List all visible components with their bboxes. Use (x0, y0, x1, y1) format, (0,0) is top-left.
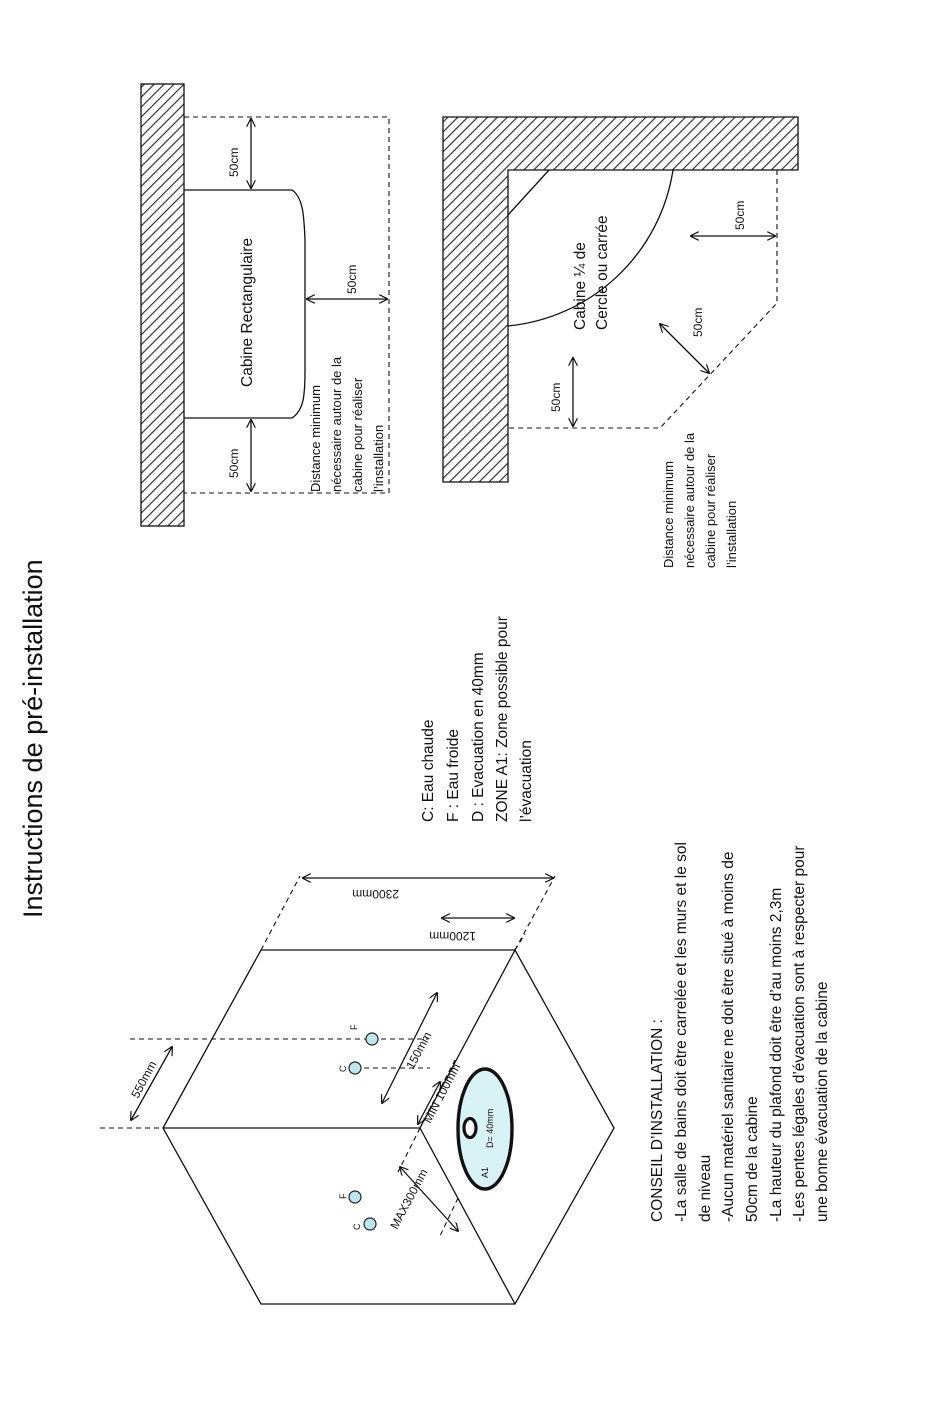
quarter-dim-diag: 50cm (691, 308, 705, 337)
dim-2300: 2300mm (352, 887, 399, 901)
zone-a1-label: A1 (480, 1167, 490, 1178)
dim-arrow-550 (131, 1047, 172, 1120)
quarter-note-line-1: Distance minimum (661, 461, 676, 568)
page-title: Instructions de pré-installation (18, 559, 48, 918)
legend: C: Eau chaude F : Eau froide D : Evacuat… (420, 616, 535, 822)
ext-line (260, 875, 301, 951)
port-f-bottom (348, 1190, 362, 1204)
quarter-note-line-2: nécessaire autour de la (682, 432, 697, 568)
cabin-outline (184, 189, 306, 419)
advice-line-1: CONSEIL D’INSTALLATION : (649, 1019, 666, 1222)
port-c-bottom (363, 1217, 377, 1231)
clearance-zone (508, 170, 778, 429)
rect-note-line-1: Distance minimum (308, 385, 323, 492)
rect-note-line-4: l’installation (371, 425, 386, 492)
quarter-label-line-1: Cabine ¼ de (572, 242, 589, 330)
advice-line-3: de niveau (697, 1155, 714, 1222)
cabin-edge-front (419, 1127, 516, 1305)
rect-note-line-3: cabine pour réaliser (350, 377, 365, 492)
quarter-note-line-3: cabine pour réaliser (703, 453, 718, 568)
quarter-cabin-diagram: Cabine ¼ de Cercle ou carrée 50cm 50cm 5… (442, 116, 799, 568)
rect-dim-bottom: 50cm (227, 449, 241, 478)
rect-cabin-diagram: Cabine Rectangulaire 50cm 50cm 50cm Dist… (140, 83, 390, 527)
port-c-top (348, 1061, 362, 1075)
isometric-cabin-diagram: 2300mm 1200mm 550mm 150mm MIN 100mm MAX3… (100, 875, 615, 1305)
cabin-arc (507, 169, 674, 327)
port-f-bottom-label: F (338, 1193, 348, 1199)
ext-line (439, 1197, 459, 1237)
clearance-zone (184, 116, 390, 494)
quarter-label-line-2: Cercle ou carrée (594, 215, 611, 330)
rect-note-line-2: nécessaire autour de la (329, 356, 344, 492)
quarter-dim-bottom: 50cm (549, 383, 563, 412)
zone-a1-ellipse (456, 1067, 514, 1191)
cabin-outline (162, 949, 615, 1305)
drain-hole (462, 1116, 478, 1140)
advice-line-2: -La salle de bains doit être carrelée et… (673, 842, 690, 1222)
legend-line-5: l’évacuation (518, 740, 535, 822)
advice-line-7: -Les pentes légales d’évacuation sont à … (791, 845, 808, 1222)
advice-line-5: 50cm de la cabine (744, 1096, 761, 1222)
ext-line (514, 875, 556, 951)
dim-1200: 1200mm (429, 929, 476, 943)
quarter-dim-top: 50cm (733, 201, 747, 230)
legend-line-1: C: Eau chaude (420, 719, 437, 822)
dim-arrow-max300 (400, 1167, 458, 1231)
rect-dim-right: 50cm (345, 265, 359, 294)
rect-dim-top: 50cm (227, 148, 241, 177)
advice-line-4: -Aucun matériel sanitaire ne doit être s… (720, 852, 737, 1222)
dim-arrow-150 (382, 993, 437, 1103)
legend-line-2: F : Eau froide (445, 729, 462, 822)
cabin-corner-line (507, 169, 550, 216)
dim-min100: MIN 100mm (420, 1061, 463, 1125)
dim-arrow-min100 (418, 1082, 440, 1124)
quarter-note-line-4: l’installation (724, 501, 739, 568)
rect-cabin-label: Cabine Rectangulaire (239, 238, 256, 387)
dim-arrow-diag (660, 324, 709, 373)
port-c-top-label: C (338, 1065, 348, 1072)
port-f-top-label: F (349, 1024, 359, 1030)
corner-wall-hatch (442, 116, 799, 483)
ext-line (514, 933, 526, 951)
wall-hatch (140, 83, 185, 527)
legend-line-3: D : Evacuation en 40mm (470, 652, 487, 822)
drain-label: D= 40mm (485, 1109, 495, 1148)
advice-line-6: -La hauteur du plafond doit être d’au mo… (768, 888, 785, 1222)
dim-550: 550mm (128, 1059, 159, 1101)
legend-line-4: ZONE A1: Zone possible pour (494, 616, 511, 822)
port-c-bottom-label: C (352, 1223, 362, 1230)
installation-advice: CONSEIL D’INSTALLATION : -La salle de ba… (649, 842, 831, 1222)
port-f-top (365, 1032, 379, 1046)
advice-line-8: une bonne évacuation de la cabine (814, 982, 831, 1222)
ext-line (397, 1127, 421, 1173)
